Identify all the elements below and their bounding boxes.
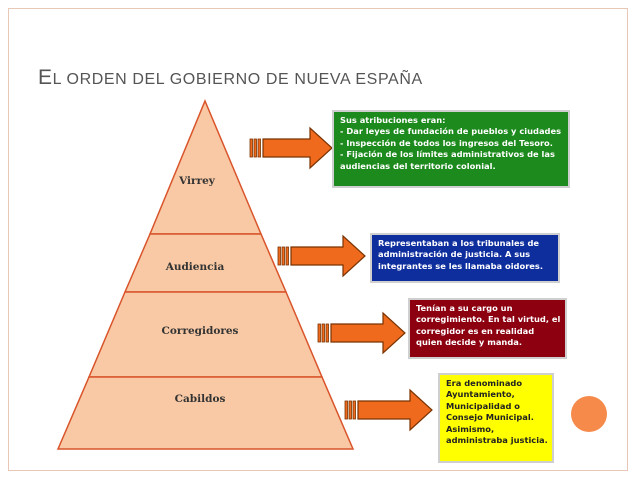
note-line: audiencias del territorio colonial. <box>340 160 496 171</box>
arrow-tail-stripe <box>285 246 289 266</box>
arrow-tail-stripe <box>257 138 261 158</box>
note-line: Representaban a los tribunales de <box>378 238 540 248</box>
arrow-tail-stripe <box>352 400 356 420</box>
level-label-virrey: Virrey <box>178 175 216 187</box>
note-line: administraba justicia. <box>446 435 548 446</box>
arrow-tail-stripe <box>277 246 281 266</box>
title-text-part2: DE NUEVA ESPAÑA <box>260 71 423 88</box>
decorative-circle <box>571 396 607 432</box>
arrow-right-icon <box>277 234 366 278</box>
title-text-part1: L ORDEN DEL GOBIERNO <box>52 71 261 88</box>
note-corregidores: Tenían a su cargo un corregimiento. En t… <box>408 298 567 359</box>
note-line: Ayuntamiento, <box>446 389 515 400</box>
arrow-right-icon <box>344 388 433 432</box>
note-line: corregimiento. En tal virtud, el <box>416 314 561 325</box>
pyramid-tier-virrey <box>148 99 263 235</box>
arrows-layer <box>249 126 433 432</box>
arrow-body-corregidores <box>330 311 406 355</box>
note-line: - Dar leyes de fundación de pueblos y ci… <box>340 126 562 137</box>
arrow-body-virrey <box>262 126 333 170</box>
note-line: Era denominado <box>446 378 523 388</box>
note-line: - Inspección de todos los ingresos del T… <box>340 137 553 148</box>
note-line: Sus atribuciones eran: <box>340 115 446 125</box>
arrow-tail-stripe <box>281 246 285 266</box>
note-cabildos: Era denominado Ayuntamiento, Municipalid… <box>438 373 554 463</box>
title-first-letter: E <box>38 66 53 89</box>
note-virrey: Sus atribuciones eran: - Dar leyes de fu… <box>332 110 570 188</box>
arrow-tail-stripe <box>321 323 325 343</box>
pyramid-tier-cabildos <box>56 376 355 450</box>
arrow-tail-stripe <box>249 138 253 158</box>
note-line: corregidor es en realidad <box>416 325 535 336</box>
note-line: integrantes se les llamaba oidores. <box>378 260 544 271</box>
note-line: Asimismo, <box>446 423 495 434</box>
arrow-tail-stripe <box>253 138 257 158</box>
note-audiencia: Representaban a los tribunales de admini… <box>370 233 560 283</box>
slide-frame <box>8 8 628 471</box>
slide-title: EL ORDEN DEL GOBIERNO DE NUEVA ESPAÑA <box>38 66 423 90</box>
note-line: Tenían a su cargo un <box>416 303 513 313</box>
level-label-audiencia: Audiencia <box>165 261 225 273</box>
level-label-cabildos: Cabildos <box>175 393 226 405</box>
level-label-corregidores: Corregidores <box>162 325 239 337</box>
note-line: Municipalidad o <box>446 400 520 411</box>
arrow-body-cabildos <box>357 388 433 432</box>
arrow-tail-stripe <box>348 400 352 420</box>
note-line: Consejo Municipal. <box>446 412 534 423</box>
arrow-tail-stripe <box>344 400 348 420</box>
arrow-right-icon <box>249 126 333 170</box>
arrow-body-audiencia <box>290 234 366 278</box>
note-line: - Fijación de los límites administrativo… <box>340 149 555 160</box>
arrow-tail-stripe <box>317 323 321 343</box>
note-line: administración de justicia. A sus <box>378 249 531 260</box>
arrow-right-icon <box>317 311 406 355</box>
arrow-tail-stripe <box>325 323 329 343</box>
note-line: quien decide y manda. <box>416 337 523 348</box>
